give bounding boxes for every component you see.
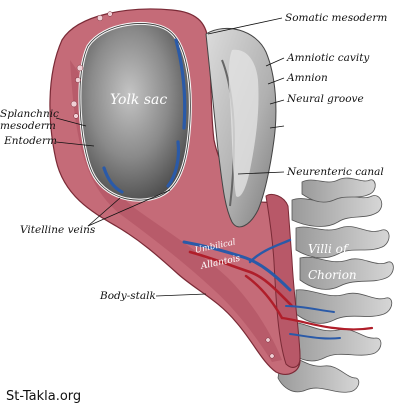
label-villi-of-chorion: Villi of Chorion [308,242,357,282]
label-somatic-mesoderm: Somatic mesoderm [285,12,388,24]
body-stalk-column [265,193,301,368]
label-vitelline-veins: Vitelline veins [20,224,96,236]
watermark: St-Takla.org [6,389,82,404]
label-neural-groove: Neural groove [287,93,364,105]
label-splanchnic-mesoderm: Splanchnic mesoderm [0,108,59,132]
mesoderm-shading [70,60,282,362]
label-amniotic-cavity: Amniotic cavity [287,52,370,64]
amniotic-cavity-inner [228,49,259,197]
umbilical-vessels [182,238,374,340]
vitelline-veins [102,38,187,194]
yolk-sac-rim [79,23,191,201]
label-amnion: Amnion [287,72,328,84]
label-entoderm: Entoderm [4,135,57,147]
label-neurenteric-canal: Neurenteric canal [287,166,384,178]
label-yolk-sac: Yolk sac [110,92,168,108]
mesoderm-cells [70,11,275,359]
leader-lines [55,17,285,297]
label-body-stalk: Body-stalk [100,290,156,302]
